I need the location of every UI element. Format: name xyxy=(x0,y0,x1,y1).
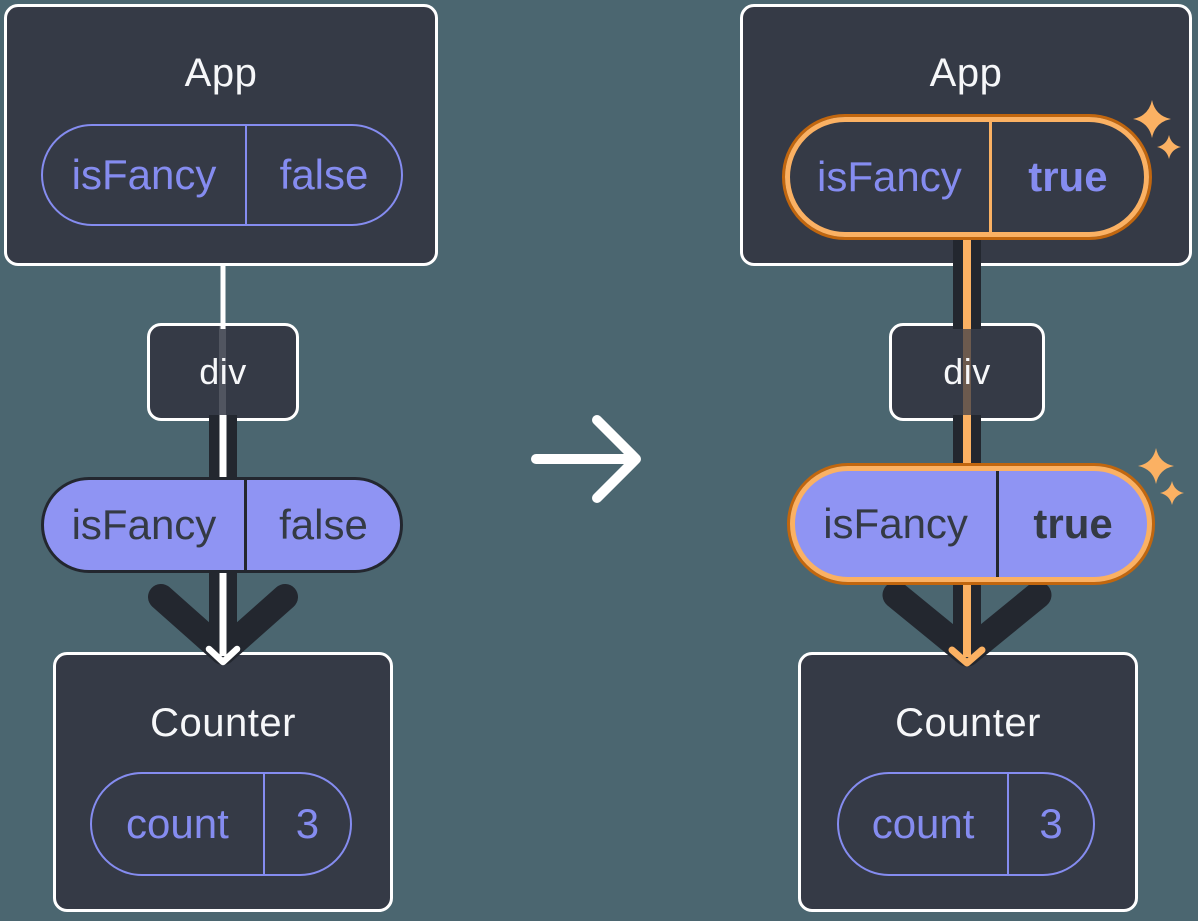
div-label: div xyxy=(199,351,247,392)
prop-name: isFancy xyxy=(43,126,248,224)
state-value: 3 xyxy=(295,800,320,847)
passed-prop-pill-before: isFancy false xyxy=(41,477,403,573)
prop-name: isFancy xyxy=(795,471,1000,577)
state-value: 3 xyxy=(1039,800,1063,847)
state-name: count xyxy=(92,774,265,874)
app-title: App xyxy=(184,51,258,95)
prop-value: false xyxy=(279,151,369,198)
big-chevron-arrow-icon xyxy=(882,581,1052,667)
prop-value: true xyxy=(1033,500,1113,547)
pass-through-line xyxy=(963,326,971,418)
state-name: count xyxy=(839,774,1010,874)
app-prop-pill-after-highlighted: isFancy true xyxy=(782,114,1152,240)
div-node-after: div xyxy=(889,323,1045,421)
counter-state-pill-after: count 3 xyxy=(837,772,1095,876)
prop-value: false xyxy=(279,501,368,548)
passed-prop-pill-after-highlighted: isFancy true xyxy=(787,463,1155,585)
app-prop-pill-before: isFancy false xyxy=(41,124,403,226)
div-node-before: div xyxy=(147,323,299,421)
prop-name: isFancy xyxy=(44,480,247,570)
after-connectors xyxy=(882,238,1052,667)
counter-title: Counter xyxy=(150,701,296,745)
prop-value: true xyxy=(1028,153,1108,200)
big-chevron-arrow-icon xyxy=(148,584,298,665)
app-title: App xyxy=(929,51,1003,95)
pass-through-line xyxy=(219,326,226,418)
counter-state-pill-before: count 3 xyxy=(90,772,352,876)
counter-title: Counter xyxy=(895,701,1041,745)
sparkle-icon xyxy=(1160,481,1184,505)
transition-arrow-icon xyxy=(531,415,641,503)
div-label: div xyxy=(943,351,991,392)
prop-name: isFancy xyxy=(790,122,992,232)
